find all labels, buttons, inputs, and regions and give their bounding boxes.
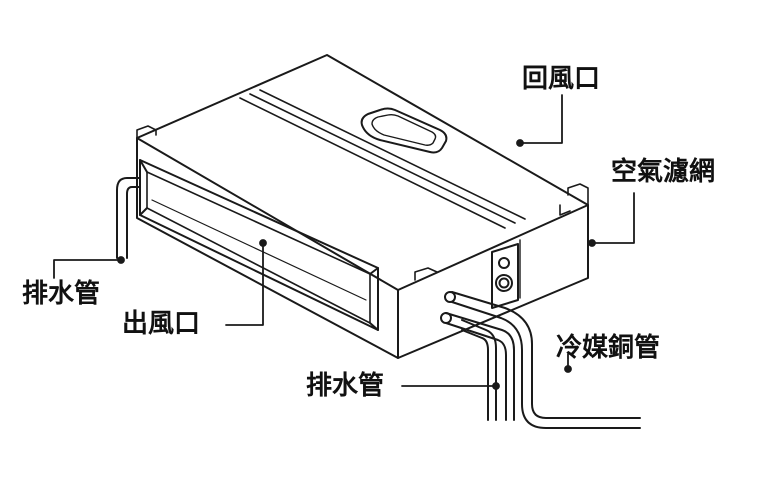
label-air-outlet: 出風口	[122, 309, 201, 339]
return-air-opening	[360, 107, 448, 154]
label-air-filter: 空氣濾網	[611, 157, 716, 187]
label-drain-pipe-bottom: 排水管	[306, 371, 385, 401]
air-outlet-frame	[139, 159, 379, 331]
unit-front-face	[136, 137, 399, 359]
label-drain-pipe-left: 排水管	[22, 279, 101, 309]
top-seam-strips	[239, 89, 526, 229]
leader-lines	[53, 94, 635, 390]
left-drain-pipe	[116, 177, 141, 259]
label-return-air: 回風口	[522, 64, 601, 94]
label-refrigerant-pipe: 冷媒銅管	[556, 333, 661, 363]
mounting-brackets	[136, 125, 589, 281]
unit-right-face	[397, 204, 589, 359]
refrigerant-pipes	[440, 291, 641, 429]
return-air-opening-inner	[371, 113, 437, 146]
control-box	[491, 243, 519, 309]
bottom-drain-pipe	[461, 319, 497, 421]
